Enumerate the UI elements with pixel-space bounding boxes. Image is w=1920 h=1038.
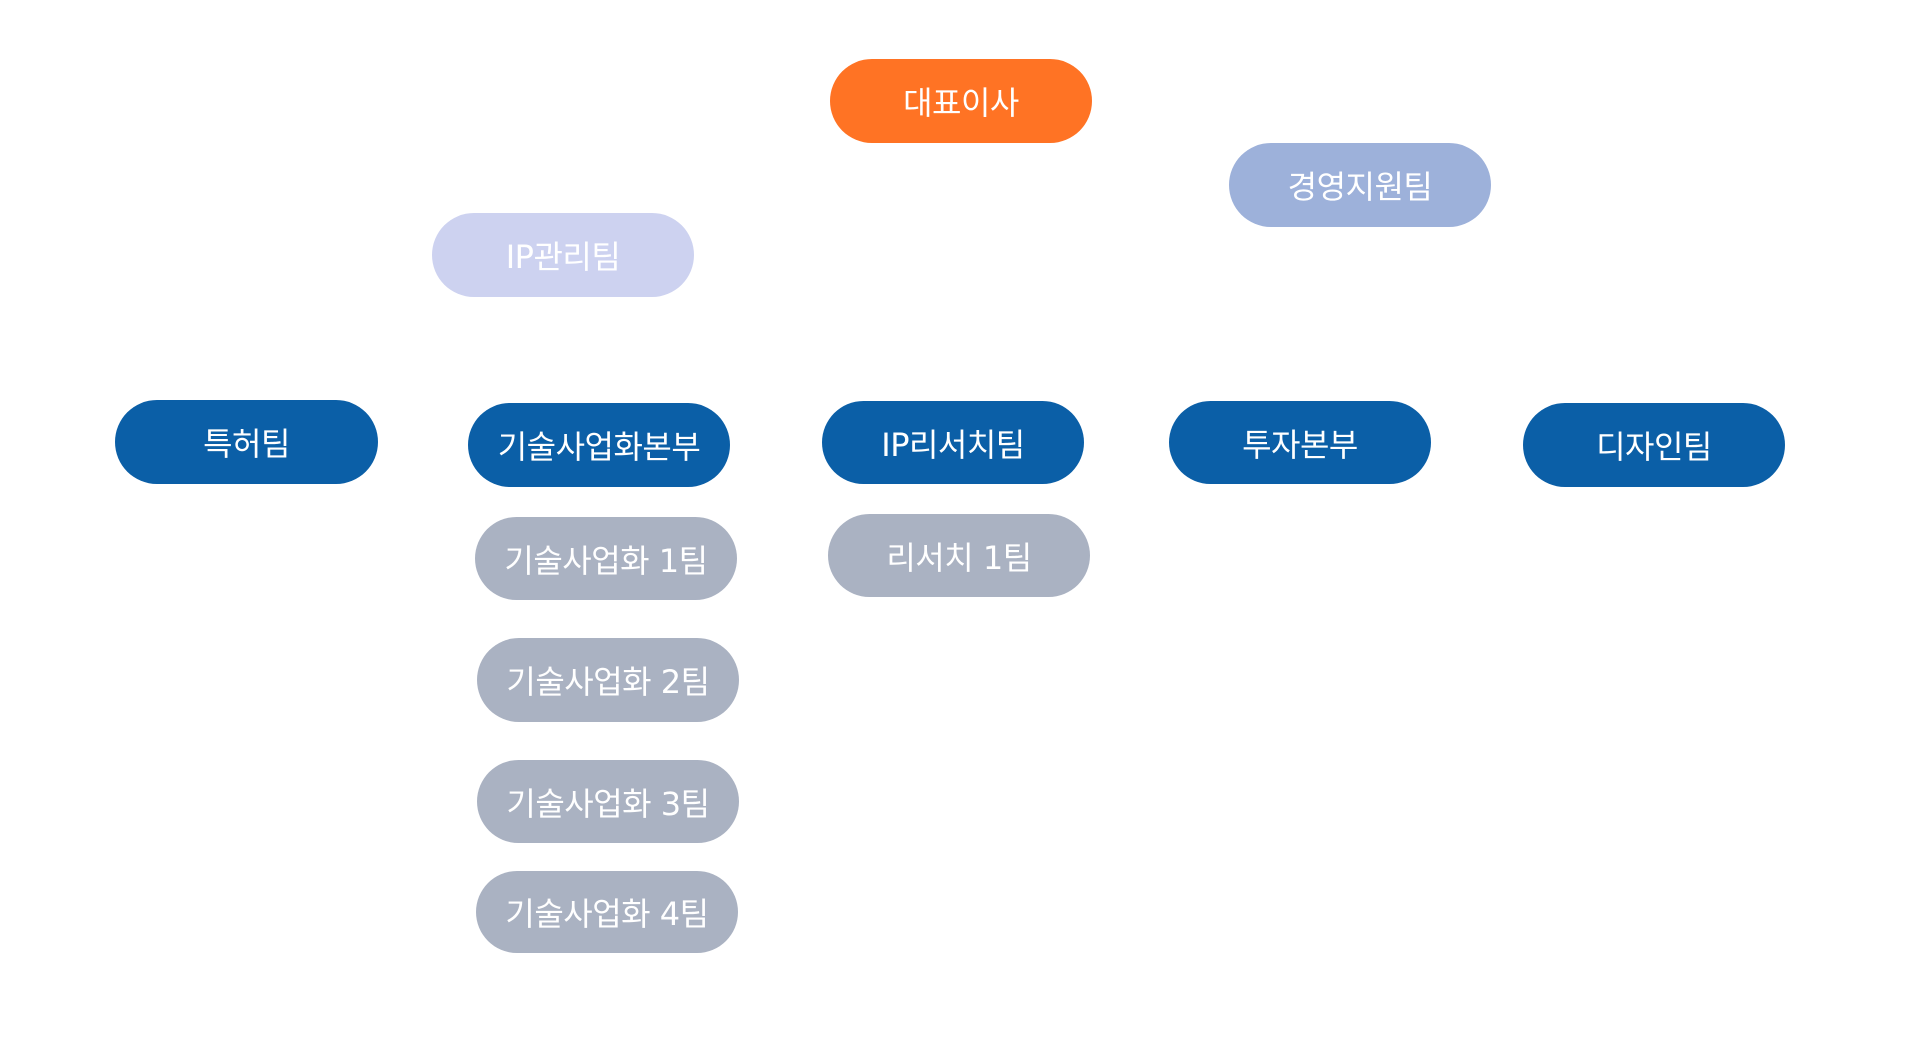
node-tech-commercialization-team-3[interactable]: 기술사업화 3팀	[477, 760, 739, 843]
node-label: 기술사업화 2팀	[506, 663, 710, 701]
node-label: 투자본부	[1242, 425, 1358, 464]
node-tech-commercialization-team-4[interactable]: 기술사업화 4팀	[476, 871, 738, 953]
node-tech-commercialization-division[interactable]: 기술사업화본부	[468, 403, 730, 487]
node-ip-management-team[interactable]: IP관리팀	[432, 213, 694, 297]
node-label: 리서치 1팀	[886, 538, 1032, 577]
node-ip-research-team[interactable]: IP리서치팀	[822, 401, 1084, 484]
node-ceo[interactable]: 대표이사	[830, 59, 1092, 143]
node-label: 디자인팀	[1596, 428, 1712, 466]
node-investment-division[interactable]: 투자본부	[1169, 401, 1431, 484]
node-design-team[interactable]: 디자인팀	[1523, 403, 1785, 487]
node-label: 기술사업화 3팀	[506, 784, 710, 823]
node-label: 경영지원팀	[1287, 168, 1433, 206]
node-patent-team[interactable]: 특허팀	[115, 400, 378, 484]
node-research-team-1[interactable]: 리서치 1팀	[828, 514, 1090, 597]
node-label: 특허팀	[203, 425, 290, 463]
node-management-support-team[interactable]: 경영지원팀	[1229, 143, 1491, 227]
node-label: 기술사업화 4팀	[505, 895, 709, 933]
node-label: 대표이사	[903, 84, 1019, 122]
node-label: 기술사업화 1팀	[504, 541, 708, 580]
node-label: IP관리팀	[505, 238, 621, 276]
node-label: IP리서치팀	[881, 425, 1025, 464]
node-tech-commercialization-team-1[interactable]: 기술사업화 1팀	[475, 517, 737, 600]
node-label: 기술사업화본부	[497, 428, 701, 466]
node-tech-commercialization-team-2[interactable]: 기술사업화 2팀	[477, 638, 739, 722]
